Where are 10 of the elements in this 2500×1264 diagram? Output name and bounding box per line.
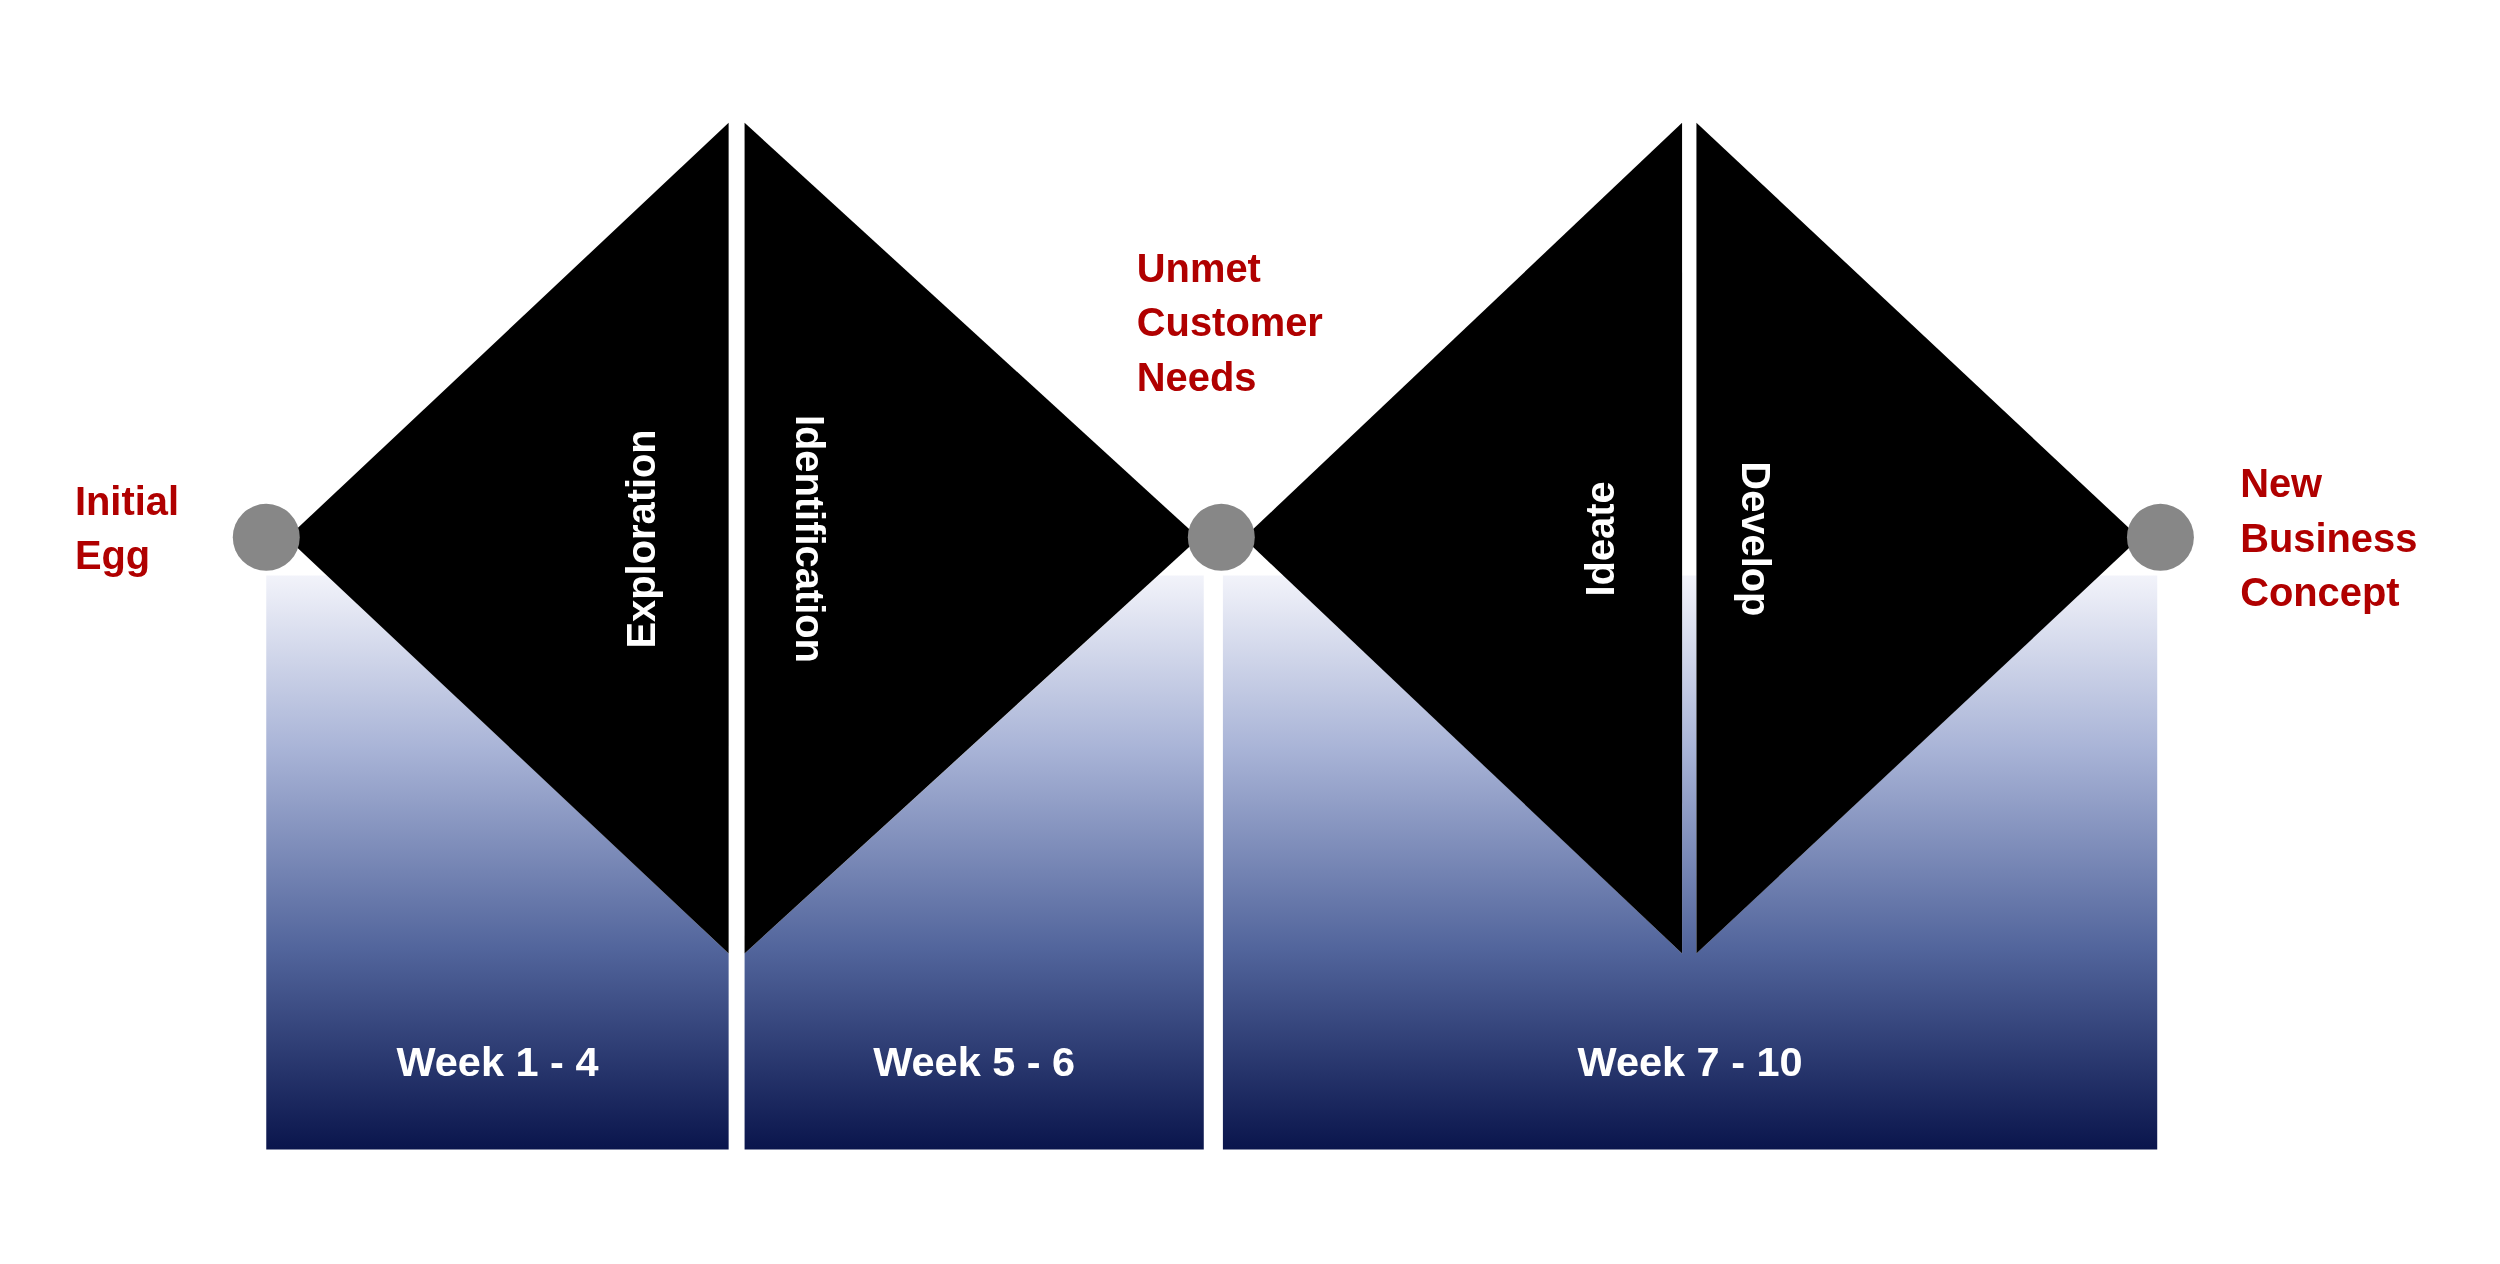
phase-label: Ideate	[1577, 480, 1624, 596]
phase-label: Develop	[1732, 460, 1779, 616]
week-label: Week 5 - 6	[872, 1037, 1077, 1088]
milestone-label: New Business Concept	[2240, 459, 2419, 616]
phase-label: Identification	[787, 414, 834, 663]
week-label: Week 7 - 10	[1576, 1037, 1804, 1088]
phase-label: Exploration	[617, 428, 664, 648]
milestone-label: Unmet Customer Needs	[1136, 244, 1324, 401]
milestone-label: Initial Egg	[74, 477, 181, 580]
week-label: Week 1 - 4	[395, 1037, 600, 1088]
